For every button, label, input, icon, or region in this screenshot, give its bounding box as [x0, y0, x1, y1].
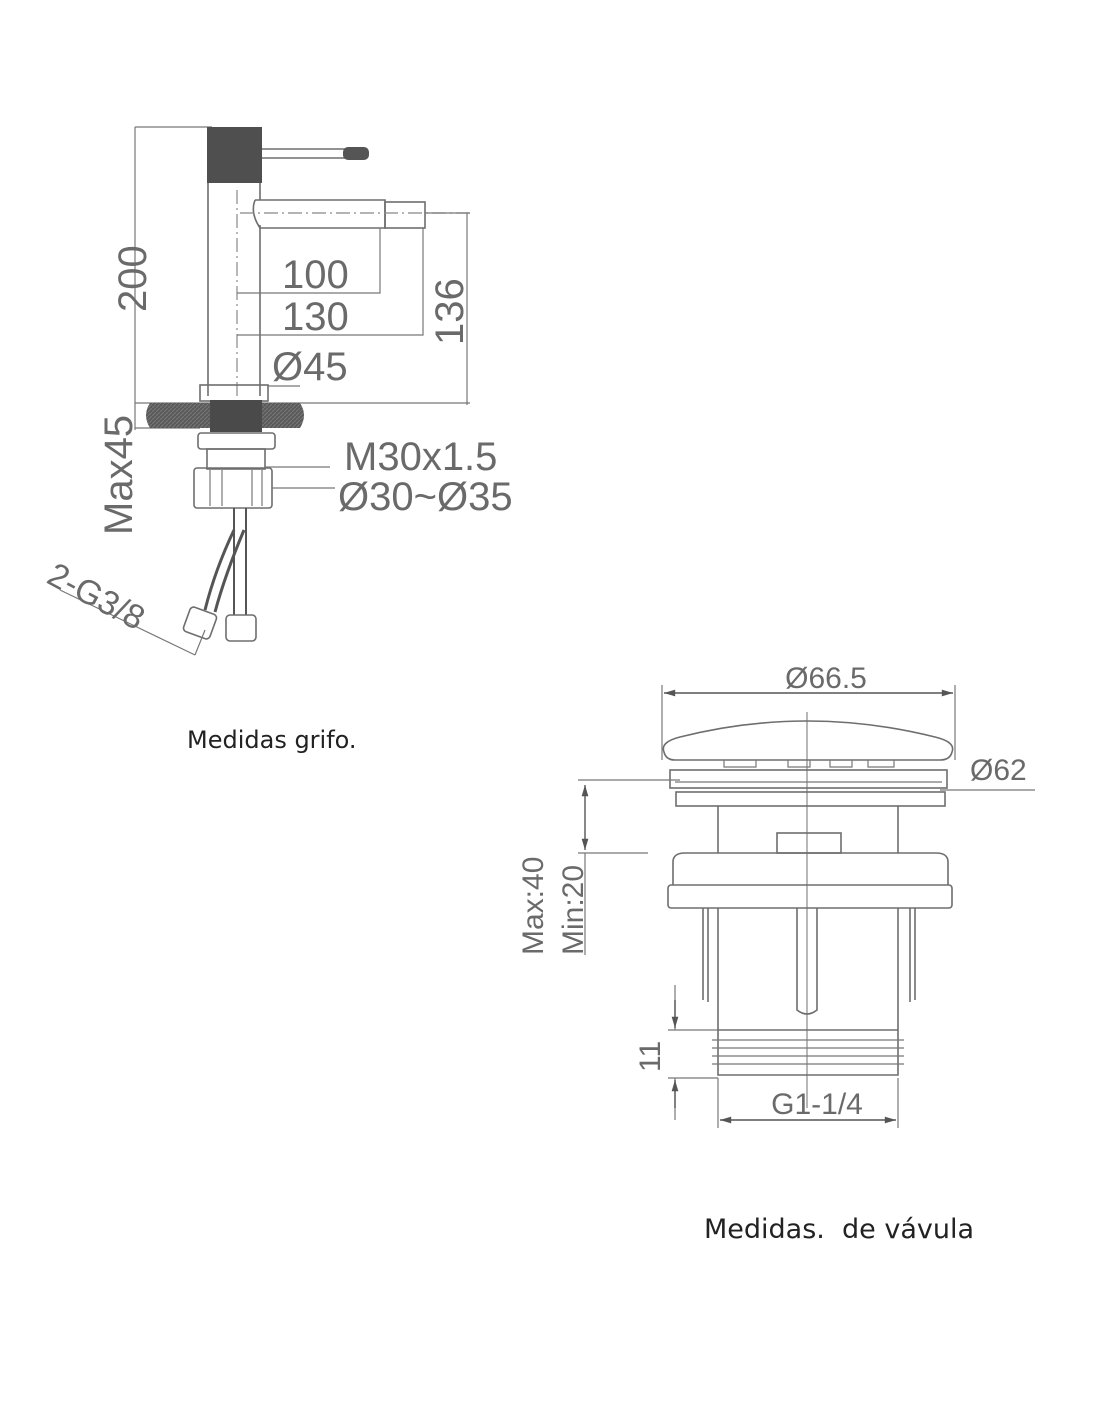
dim-spout-height: 136	[428, 278, 472, 345]
dim-flange-diameter: Ø62	[970, 754, 1027, 787]
dim-spout-length: 130	[282, 295, 349, 339]
dim-hole-diameter: Ø30~Ø35	[338, 475, 513, 519]
dim-thread: M30x1.5	[344, 435, 497, 479]
dim-spout-reach: 100	[282, 253, 349, 297]
valve-drawing: Ø66.5 Ø62 Max:40 Min:20 11	[517, 662, 1035, 1128]
dim-min: Min:20	[557, 865, 590, 955]
handle-block	[207, 127, 262, 183]
dim-hose-connection: 2-G3/8	[41, 556, 151, 638]
faucet-drawing: 200 136 100 130 Ø45 Max45 M30x1.5 Ø30	[41, 126, 513, 656]
dim-height: 200	[111, 245, 155, 312]
dim-valve-thread: G1-1/4	[771, 1088, 863, 1121]
valve-caption: Medidas. de vávula	[704, 1214, 975, 1245]
dim-cap-diameter: Ø66.5	[785, 662, 867, 695]
faucet-caption: Medidas grifo.	[187, 726, 357, 754]
dim-max: Max:40	[517, 857, 550, 955]
dim-thread-length: 11	[634, 1041, 667, 1072]
dim-max-counter: Max45	[97, 415, 141, 535]
dim-body-diameter: Ø45	[272, 345, 348, 389]
